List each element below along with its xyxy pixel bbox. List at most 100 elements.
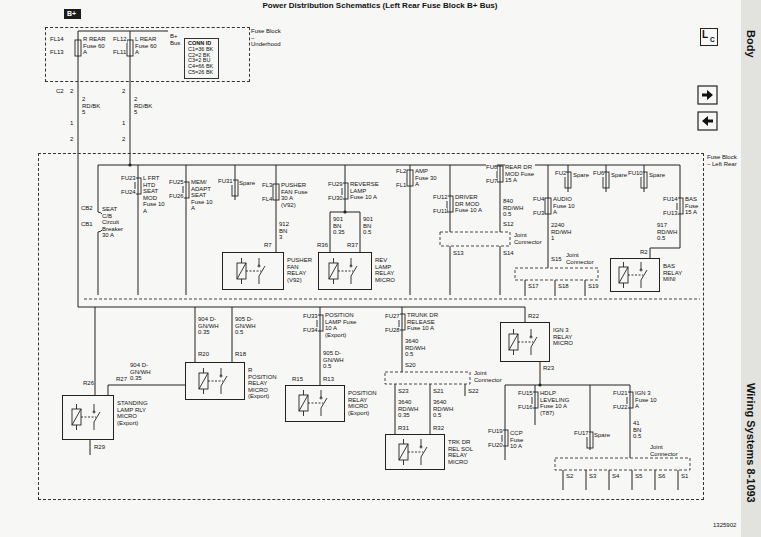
schematic-label: POSITION LAMP Fuse 10 A (Export) <box>325 312 358 338</box>
schematic-label: R20 <box>198 351 209 358</box>
schematic-label: R REAR Fuse 60 A <box>83 36 107 56</box>
relay-box: TRK DR REL SOL RELAY MICRO <box>385 434 445 470</box>
schematic-label: R31 <box>398 425 409 432</box>
schematic-label: S23 <box>398 388 409 395</box>
schematic-label: DRIVER DR MOD Fuse 10 A <box>455 194 485 214</box>
schematic-label: Spare <box>594 432 610 439</box>
icon-letter: L <box>702 29 708 40</box>
schematic-label: B+ Bus <box>170 33 180 46</box>
schematic-label: FU10 <box>628 170 643 177</box>
schematic-label: 2 <box>122 88 125 95</box>
schematic-label: Spare <box>649 172 665 179</box>
schematic-label: 904 D-GN/WH 0.35 <box>130 362 151 382</box>
schematic-label: S2 <box>566 473 573 480</box>
harness-wire <box>78 82 79 153</box>
schematic-label: 840 RD/WH 0.5 <box>503 198 523 218</box>
schematic-label: S19 <box>588 283 599 290</box>
schematic-label: HDLP LEVELING Fuse 10 A (T87) <box>540 390 574 416</box>
schematic-label: Joint Connector <box>514 232 544 245</box>
schematic-label: S5 <box>635 473 642 480</box>
schematic-label: FU24 <box>121 189 136 196</box>
schematic-label: FU25 <box>169 179 184 186</box>
connector-table: CONN IDC1=36 BKC2=2 BKC3=2 BUC4=66 BKC5=… <box>184 38 219 79</box>
schematic-label: FU14 <box>663 196 678 203</box>
schematic-label: 912 BN 3 <box>279 221 289 241</box>
icon-letter: C <box>710 36 715 43</box>
bplus-tag: B+ <box>64 9 81 19</box>
schematic-label: R22 <box>528 313 539 320</box>
schematic-label: FU23 <box>121 175 136 182</box>
schematic-label: R23 <box>543 365 554 372</box>
table-cell: C5=26 BK <box>188 70 213 76</box>
schematic-label: R26 <box>83 380 94 387</box>
schematic-label: Joint Connector <box>474 370 508 383</box>
schematic-label: 1 <box>70 120 73 127</box>
schematic-label: Wiring Systems 8-1093 <box>745 383 757 503</box>
schematic-label: R36 <box>317 242 328 249</box>
relay-name: STANDING LAMP RLY MICRO (Export) <box>117 400 148 426</box>
schematic-label: REAR DR MOD Fuse 15 A <box>505 164 535 184</box>
schematic-label: 901 BN 0.35 <box>333 216 345 236</box>
page-title: Power Distribution Schematics (Left Rear… <box>263 1 498 10</box>
schematic-label: R32 <box>433 425 444 432</box>
schematic-label: 1 <box>122 120 125 127</box>
page-margin <box>741 0 761 537</box>
schematic-label: FU17 <box>574 430 589 437</box>
relay-name: POSITION RELAY MICRO (Export) <box>348 390 377 416</box>
schematic-label: FL11 <box>113 49 126 56</box>
schematic-label: S6 <box>658 473 665 480</box>
schematic-label: 41 BN 0.5 <box>633 420 641 440</box>
location-icon: LC <box>700 28 718 46</box>
schematic-label: 3640 RD/WH 0.35 <box>398 399 418 419</box>
schematic-label: PUSHER FAN Fuse 30 A (V92) <box>281 182 309 208</box>
schematic-label: FU6 <box>593 170 604 177</box>
schematic-label: AUDIO Fuse 10 A <box>553 196 575 216</box>
schematic-label: R2 <box>640 249 648 256</box>
schematic-label: FU33 <box>303 313 318 320</box>
schematic-label: SEAT C/B Circuit Breaker 30 A <box>102 206 126 239</box>
relay-box: REV LAMP RELAY MICRO <box>318 252 372 290</box>
relay-box: BAS RELAY MINI <box>610 258 660 292</box>
schematic-label: 905 D-GN/WH 0.5 <box>323 350 344 370</box>
relay-name: R POSITION RELAY MICRO (Export) <box>248 367 277 400</box>
schematic-label: CB2 <box>81 205 93 212</box>
schematic-label: S1 <box>681 473 688 480</box>
schematic-label: IGN 3 Fuse 10 A <box>635 390 659 410</box>
schematic-label: R18 <box>235 351 246 358</box>
relay-name: PUSHER FAN RELAY (V92) <box>287 257 312 283</box>
relay-box: STANDING LAMP RLY MICRO (Export) <box>62 395 114 440</box>
schematic-label: FU27 <box>385 313 400 320</box>
schematic-label: 2 <box>122 136 125 143</box>
schematic-label: FU30 <box>328 195 343 202</box>
schematic-label: FU31 <box>218 178 233 185</box>
schematic-label: FL12 <box>113 36 127 43</box>
schematic-label: 2 RD/BK 5 <box>134 96 152 116</box>
schematic-label: S12 <box>503 221 514 228</box>
schematic-label: BAS Fuse 15 A <box>685 196 703 216</box>
schematic-label: FL13 <box>50 49 64 56</box>
schematic-label: FU13 <box>663 210 678 217</box>
relay-name: IGN 3 RELAY MICRO <box>553 327 575 347</box>
schematic-label: FU7 <box>486 178 497 185</box>
schematic-label: FL1 <box>396 182 406 189</box>
schematic-label: Spare <box>611 172 627 179</box>
schematic-label: FU28 <box>385 327 400 334</box>
schematic-label: Spare <box>573 172 589 179</box>
schematic-label: FU2 <box>555 170 566 177</box>
schematic-label: 905 D-GN/WH 0.5 <box>235 316 256 336</box>
schematic-label: R13 <box>323 376 334 383</box>
schematic-label: S17 <box>528 283 539 290</box>
schematic-label: 2240 RD/WH 1 <box>551 222 571 242</box>
schematic-label: S20 <box>405 362 416 369</box>
schematic-label: S18 <box>558 283 569 290</box>
schematic-label: 901 BN 0.5 <box>363 216 373 236</box>
schematic-label: S22 <box>468 388 479 395</box>
schematic-label: FU16 <box>518 404 533 411</box>
schematic-label: CB1 <box>81 221 93 228</box>
schematic-label: L FRT HTD SEAT MOD Fuse 10 A <box>143 175 169 215</box>
schematic-label: S21 <box>433 388 444 395</box>
schematic-label: CCP Fuse 10 A <box>510 430 530 450</box>
joint-connector-outline <box>84 232 700 470</box>
schematic-label: R15 <box>292 376 303 383</box>
